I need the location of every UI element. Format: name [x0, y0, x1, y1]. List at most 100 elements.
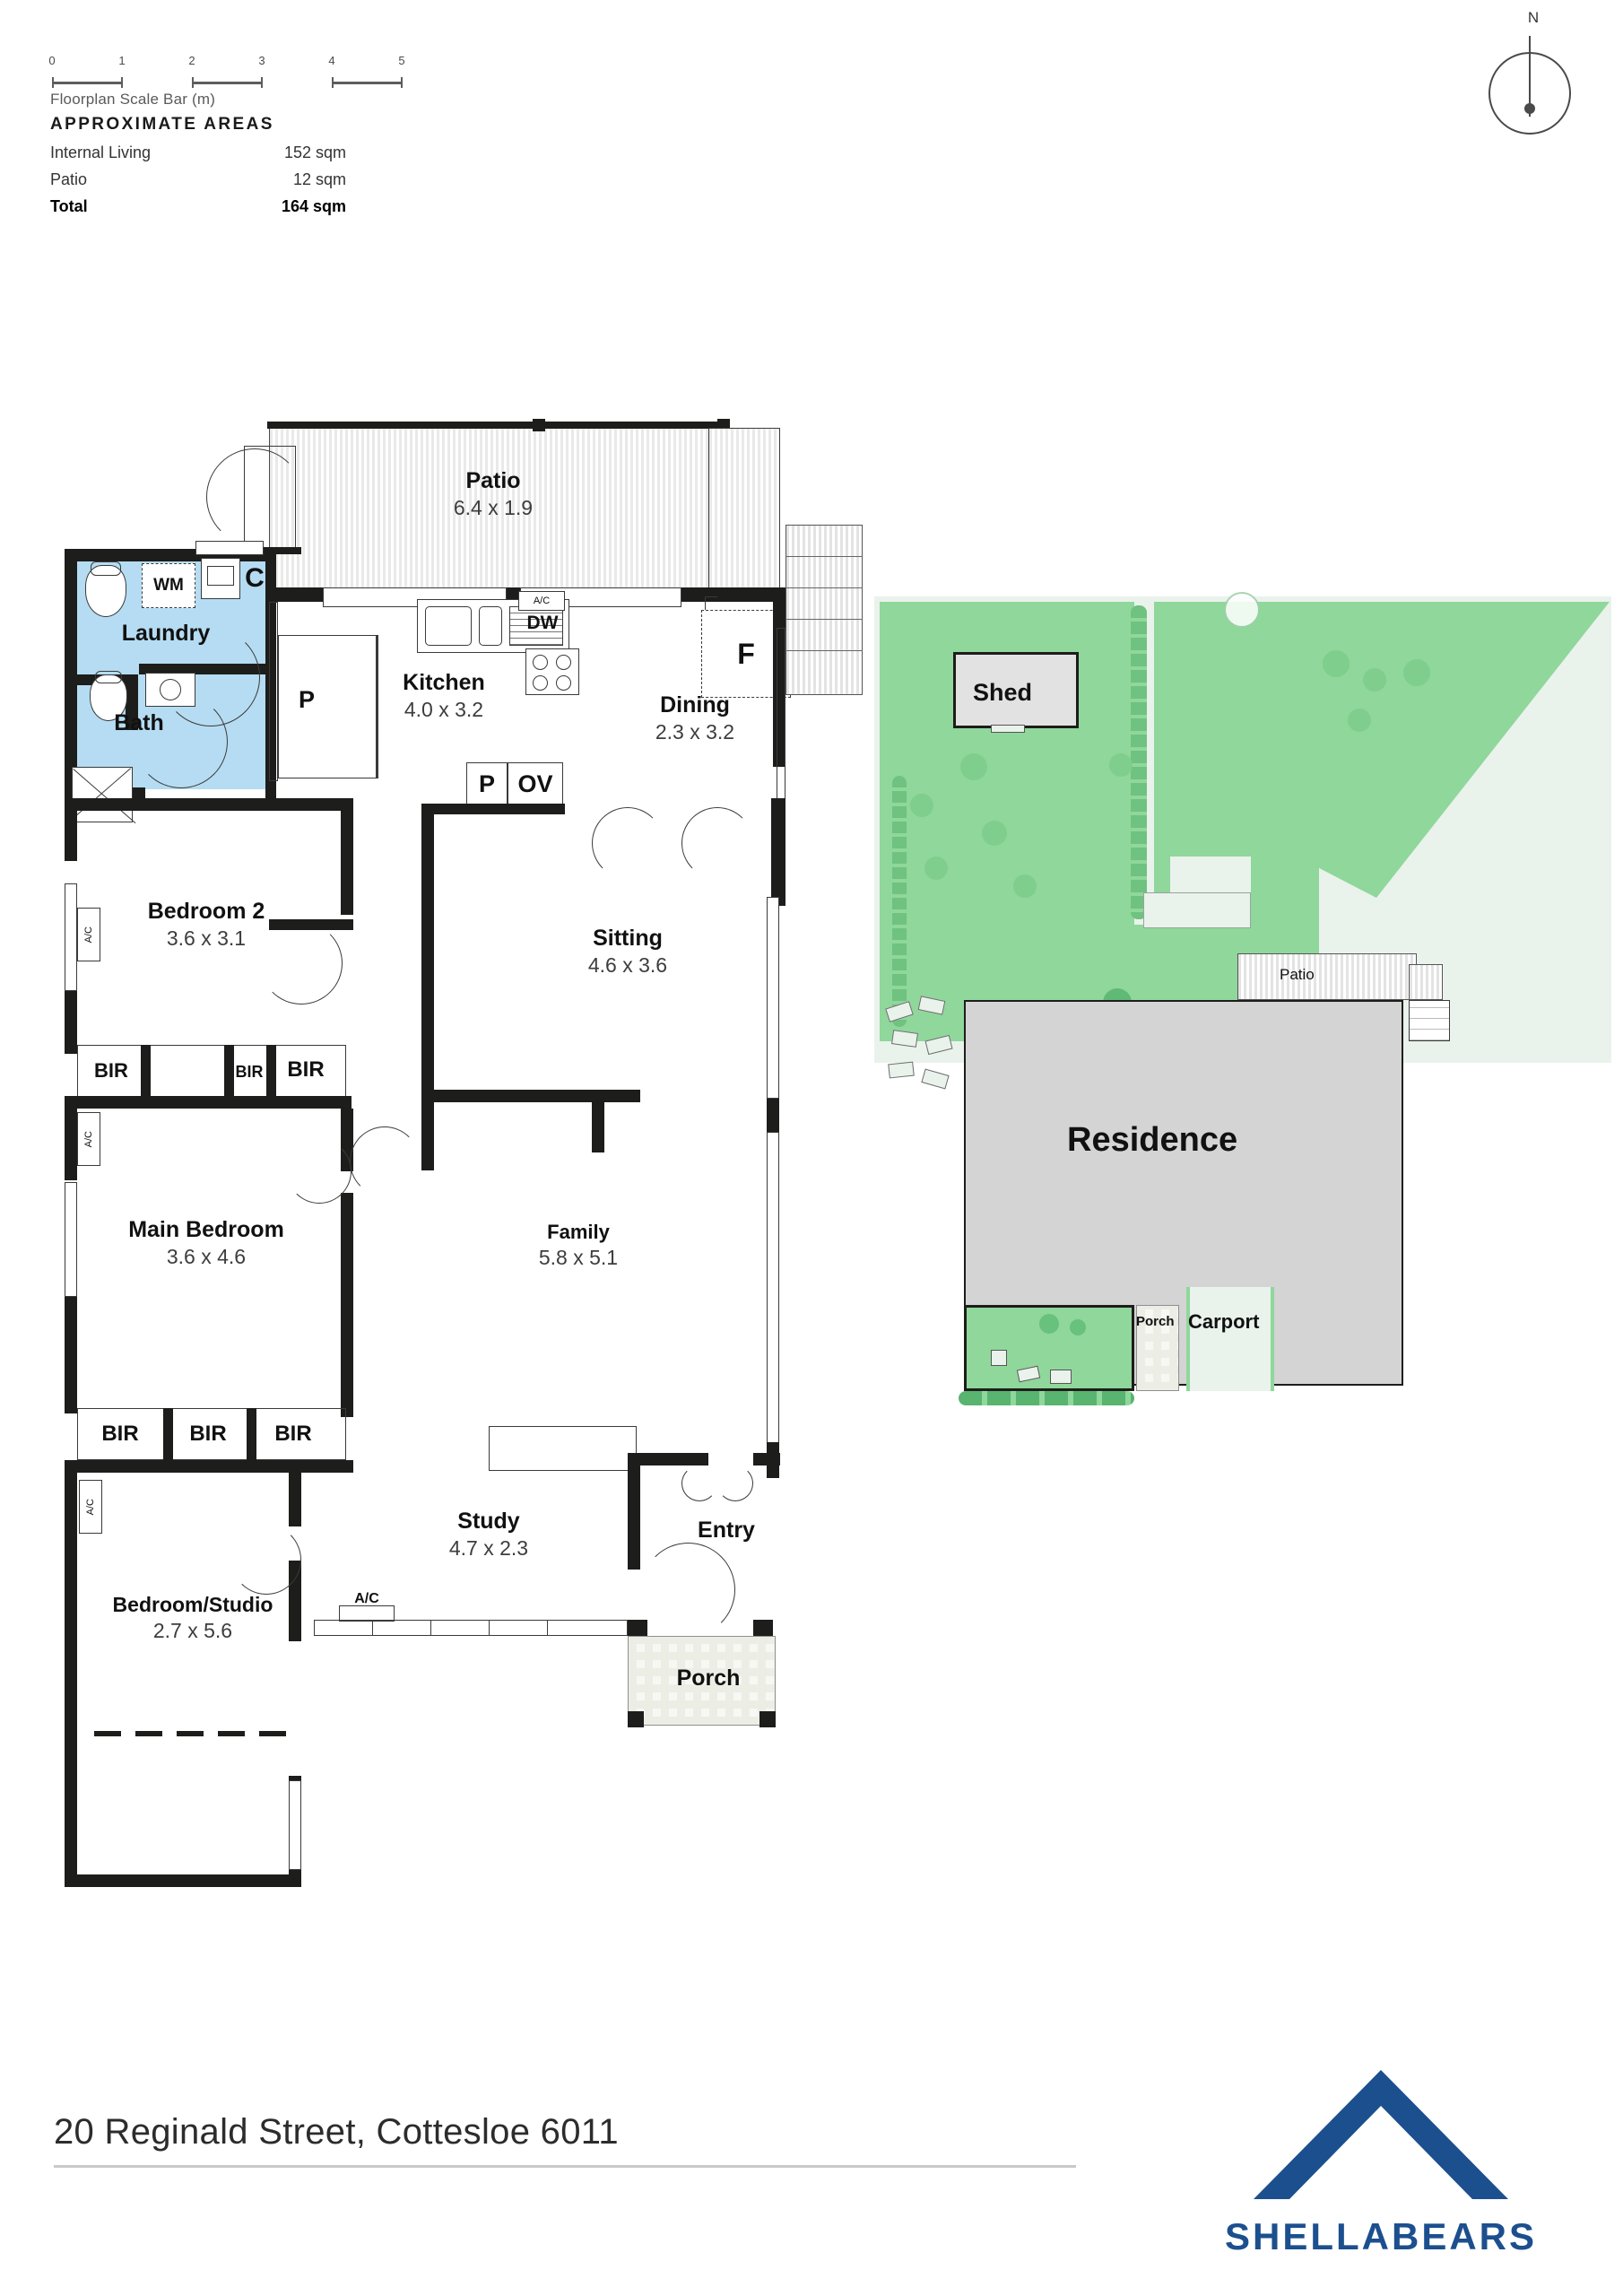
area-value-patio: 12 sqm: [292, 170, 346, 188]
floorplan-drawing: Patio 6.4 x 1.9 WM C Laundry Bath: [0, 0, 897, 2018]
wm-label: WM: [153, 576, 184, 595]
room-label-bedroom-2: Bedroom 2 3.6 x 3.1: [99, 897, 314, 952]
area-row-total: Total 164 sqm: [50, 197, 346, 216]
bir-label-m-3: BIR: [274, 1422, 312, 1446]
scale-bar-graphic: [50, 75, 409, 88]
scale-tick-4: 4: [328, 54, 335, 67]
bir-label-m-1: BIR: [101, 1422, 139, 1446]
room-name-family: Family: [547, 1221, 610, 1243]
compass-center-dot-icon: [1524, 103, 1535, 114]
bir-bedroom2-3: BIR: [273, 1051, 338, 1089]
dishwasher-fixture: DW: [518, 610, 567, 637]
bir-label-m-2: BIR: [189, 1422, 227, 1446]
shed-label: Shed: [973, 679, 1033, 706]
washing-machine-fixture: WM: [142, 563, 195, 608]
room-name-entry: Entry: [698, 1518, 755, 1543]
scale-tick-2: 2: [188, 54, 195, 67]
room-label-family: Family 5.8 x 5.1: [466, 1220, 690, 1272]
room-name-main-bedroom: Main Bedroom: [128, 1217, 284, 1242]
room-label-porch: Porch: [641, 1664, 776, 1692]
dw-label: DW: [526, 613, 559, 633]
carport-label: Carport: [1188, 1310, 1260, 1333]
cupboard-fixture: C: [235, 556, 274, 601]
north-indicator: N: [1480, 9, 1587, 144]
bir-main-1: BIR: [82, 1415, 158, 1453]
ac-label-main-bedroom: A/C: [83, 1130, 94, 1148]
room-name-dining: Dining: [660, 692, 730, 718]
room-label-main-bedroom: Main Bedroom 3.6 x 4.6: [99, 1215, 314, 1270]
triangle-logo-icon: [1246, 2063, 1515, 2211]
room-name-porch: Porch: [676, 1665, 741, 1691]
aircon-bedroom-studio: A/C: [79, 1480, 102, 1534]
room-dims-dining: 2.3 x 3.2: [655, 720, 735, 744]
site-plan: Shed Patio Residence Porch Carport: [874, 592, 1611, 1405]
area-value-total: 164 sqm: [281, 197, 346, 215]
room-dims-bedroom-studio: 2.7 x 5.6: [152, 1619, 233, 1643]
pantry-kitchen: P: [289, 682, 325, 718]
approximate-areas-block: APPROXIMATE AREAS Internal Living 152 sq…: [50, 115, 346, 224]
ac-label-kitchen: A/C: [533, 596, 551, 606]
ac-label-bedroom2: A/C: [83, 926, 94, 944]
scale-bar: 0 1 2 3 4 5 Floorplan Scale Bar (m): [48, 54, 409, 109]
p-label-second: P: [478, 770, 495, 797]
bir-main-2: BIR: [170, 1415, 246, 1453]
bir-label-b2-1: BIR: [94, 1059, 128, 1082]
site-porch-label: Porch: [1136, 1314, 1175, 1329]
scale-tick-3: 3: [258, 54, 265, 67]
room-dims-main-bedroom: 3.6 x 4.6: [166, 1245, 247, 1268]
bir-bedroom2-2: BIR: [229, 1055, 270, 1089]
c-label: C: [245, 563, 265, 593]
address-block: 20 Reginald Street, Cottesloe 6011: [54, 2112, 1112, 2168]
room-label-study: Study 4.7 x 2.3: [377, 1507, 601, 1561]
area-value-internal-living: 152 sqm: [283, 144, 346, 161]
bir-bedroom2-1: BIR: [81, 1053, 142, 1089]
compass-needle-icon: [1529, 36, 1531, 117]
room-label-bedroom-studio: Bedroom/Studio 2.7 x 5.6: [76, 1592, 309, 1645]
room-dims-study: 4.7 x 2.3: [448, 1536, 529, 1560]
brand-name: SHELLABEARS: [1224, 2215, 1538, 2257]
room-dims-family: 5.8 x 5.1: [538, 1246, 619, 1270]
room-dims-kitchen: 4.0 x 3.2: [404, 698, 484, 721]
areas-heading: APPROXIMATE AREAS: [50, 115, 274, 134]
oven-fixture: OV: [508, 762, 563, 805]
bir-main-3: BIR: [256, 1415, 331, 1453]
room-label-sitting: Sitting 4.6 x 3.6: [502, 924, 753, 978]
ac-label-bedroom-studio: A/C: [85, 1498, 96, 1516]
residence-label: Residence: [1067, 1121, 1238, 1159]
porch-area: [628, 1636, 776, 1726]
room-name-patio: Patio: [465, 468, 521, 493]
brand-logo: SHELLABEARS: [1193, 2063, 1569, 2269]
scale-bar-ticks: 0 1 2 3 4 5: [48, 54, 409, 74]
room-label-entry: Entry: [646, 1516, 807, 1544]
room-name-study: Study: [457, 1509, 520, 1534]
shed-building: [953, 652, 1079, 728]
scale-bar-caption: Floorplan Scale Bar (m): [50, 91, 216, 108]
room-dims-sitting: 4.6 x 3.6: [587, 953, 668, 977]
scale-tick-5: 5: [398, 54, 405, 67]
area-row-patio: Patio 12 sqm: [50, 170, 346, 189]
room-label-kitchen: Kitchen 4.0 x 3.2: [341, 668, 547, 723]
area-label-total: Total: [50, 197, 88, 215]
aircon-study: A/C: [341, 1587, 393, 1611]
aircon-kitchen: A/C: [518, 591, 565, 611]
bir-label-b2-3: BIR: [287, 1057, 325, 1082]
address-rule: [54, 2165, 1076, 2168]
scale-tick-0: 0: [48, 54, 56, 67]
room-name-kitchen: Kitchen: [403, 670, 485, 695]
ac-label-study: A/C: [354, 1591, 379, 1606]
room-name-bedroom-studio: Bedroom/Studio: [112, 1593, 273, 1616]
site-patio-label: Patio: [1280, 966, 1315, 983]
area-row-internal-living: Internal Living 152 sqm: [50, 144, 346, 162]
room-dims-bedroom-2: 3.6 x 3.1: [166, 926, 247, 950]
north-label: N: [1527, 9, 1540, 26]
aircon-bedroom2: A/C: [77, 908, 100, 961]
bir-label-b2-2: BIR: [235, 1062, 264, 1081]
room-name-bedroom-2: Bedroom 2: [147, 899, 265, 924]
p-label-kitchen: P: [298, 685, 315, 713]
room-label-patio: Patio 6.4 x 1.9: [377, 466, 610, 521]
property-address: 20 Reginald Street, Cottesloe 6011: [54, 2112, 619, 2152]
room-name-sitting: Sitting: [593, 926, 663, 951]
pantry-second: P: [466, 762, 508, 805]
scale-tick-1: 1: [118, 54, 126, 67]
area-label-internal-living: Internal Living: [50, 144, 152, 161]
